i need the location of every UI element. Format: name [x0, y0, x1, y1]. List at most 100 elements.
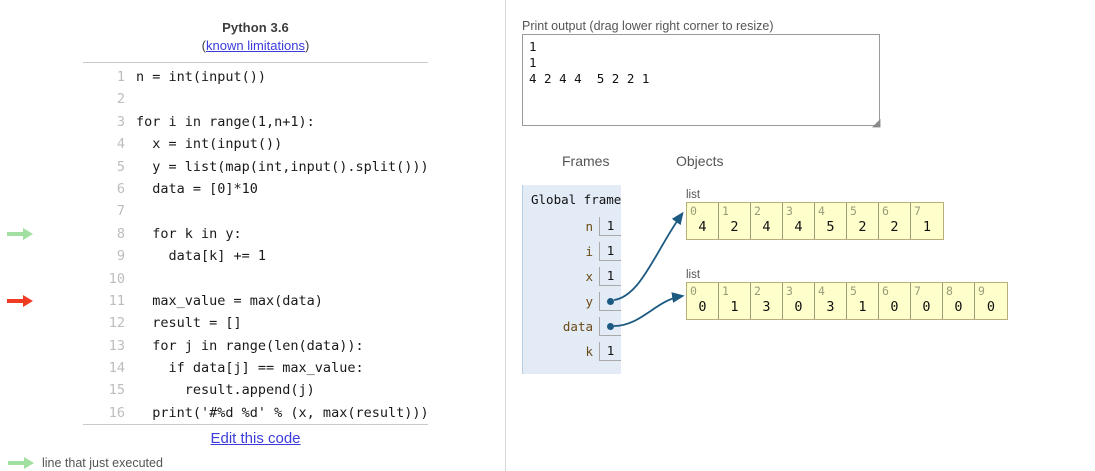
list-cell-index: 5: [850, 204, 857, 218]
known-limitations-close-paren: ): [305, 38, 310, 53]
list-cell-index: 3: [786, 204, 793, 218]
list-cell-value: 2: [858, 219, 867, 235]
line-number: 15: [108, 382, 125, 399]
red-arrow-icon: [7, 290, 49, 312]
list-cell-value: 0: [890, 299, 899, 315]
list-cell-value: 0: [954, 299, 963, 315]
arrow-next-to-execute-glyph: [7, 295, 35, 308]
arrow-just-executed-glyph: [7, 227, 35, 240]
line-number: 6: [116, 180, 125, 197]
code-text: if data[j] == max_value:: [136, 360, 364, 377]
line-number: 16: [108, 404, 125, 421]
list-cell-value: 0: [794, 299, 803, 315]
code-text: for i in range(1,n+1):: [136, 113, 315, 130]
code-line[interactable]: 3 for i in range(1,n+1):: [83, 111, 483, 133]
list-cell-index: 9: [978, 284, 985, 298]
code-text: n = int(input()): [136, 69, 267, 85]
known-limitations-link[interactable]: known limitations: [206, 38, 305, 53]
line-number: 3: [116, 113, 125, 130]
edit-this-code-link[interactable]: Edit this code: [210, 430, 301, 447]
variable-name: n: [585, 219, 593, 234]
pointer-dot-icon: [607, 323, 614, 330]
pointer-dot-icon: [607, 298, 614, 305]
variable-value: 1: [599, 342, 621, 361]
list-cell-value: 5: [826, 219, 835, 235]
global-frame-title: Global frame: [531, 192, 622, 207]
line-number: 4: [116, 136, 125, 153]
code-text: for k in y:: [136, 225, 242, 242]
variable-pointer-slot: [599, 292, 621, 311]
resize-handle-icon[interactable]: ◢: [872, 117, 881, 129]
code-text: data = [0]*10: [136, 180, 258, 197]
objects-heading: Objects: [676, 153, 724, 169]
known-limitations-line: (known limitations): [83, 38, 428, 53]
python-version-title: Python 3.6: [222, 20, 289, 35]
list-cell-index: 2: [754, 284, 761, 298]
line-number: 5: [116, 158, 125, 175]
code-line[interactable]: 10: [83, 268, 483, 290]
code-line[interactable]: 16 print('#%d %d' % (x, max(result))): [83, 402, 483, 424]
list-cell-value: 2: [730, 219, 739, 235]
code-line[interactable]: 2: [83, 88, 483, 110]
variable-value: 1: [599, 267, 621, 286]
list-cell-index: 4: [818, 204, 825, 218]
list-cell-index: 7: [914, 284, 921, 298]
print-output-textarea[interactable]: 1 1 4 2 4 4 5 2 2 1: [522, 34, 880, 126]
variable-pointer-slot: [599, 317, 621, 336]
code-line[interactable]: 13 for j in range(len(data)):: [83, 335, 483, 357]
list-cell-index: 6: [882, 204, 889, 218]
code-line[interactable]: 11 max_value = max(data): [7, 290, 483, 312]
known-limitations-open-paren: (: [201, 38, 206, 53]
code-line[interactable]: 6 data = [0]*10: [83, 178, 483, 200]
list-cell-value: 0: [986, 299, 996, 315]
pointer-arrow-y: [613, 211, 684, 301]
code-line[interactable]: 15 result.append(j): [83, 379, 483, 401]
code-line[interactable]: 7: [83, 200, 483, 222]
code-line[interactable]: 4 x = int(input()): [83, 133, 483, 155]
list-cell-value: 3: [762, 299, 771, 315]
green-arrow-icon: [7, 223, 49, 245]
frame-variable-row: y: [523, 289, 621, 314]
line-number: 9: [116, 248, 125, 265]
list-cell-value: 0: [922, 299, 931, 315]
code-line[interactable]: 8 for k in y:: [7, 223, 483, 245]
code-line[interactable]: 14 if data[j] == max_value:: [83, 357, 483, 379]
list-cell-index: 1: [722, 284, 729, 298]
line-number: 13: [108, 337, 125, 354]
list-cell-index: 7: [914, 204, 921, 218]
code-line[interactable]: 12 result = []: [83, 312, 483, 334]
list-cell-index: 0: [690, 284, 697, 298]
list-cell-value: 2: [890, 219, 899, 235]
variable-name: i: [585, 244, 593, 259]
code-line[interactable]: 5 y = list(map(int,input().split())): [83, 156, 483, 178]
line-number: 11: [108, 292, 125, 309]
heap-object-type-label: list: [686, 189, 701, 201]
pointer-arrow-data: [613, 292, 685, 327]
list-cell-index: 4: [818, 284, 825, 298]
line-number: 10: [108, 270, 125, 287]
code-line[interactable]: 9 data[k] += 1: [83, 245, 483, 267]
